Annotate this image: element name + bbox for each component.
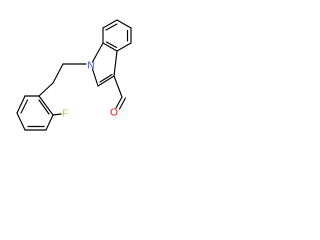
bond-ph1-ph2 xyxy=(38,82,54,97)
bond-ph-f xyxy=(52,113,62,116)
bond-n1-c2 xyxy=(91,68,99,87)
fluorophenyl-ring xyxy=(16,82,62,131)
aldehyde-group xyxy=(113,75,127,110)
double-bond-c7-c6 xyxy=(105,23,118,31)
bond-ph4-ph5 xyxy=(16,112,26,131)
bond-c7-c6 xyxy=(102,19,118,29)
molecule-structure-diagram: N F O xyxy=(16,19,132,131)
double-bond-cho-o xyxy=(118,97,127,110)
bond-c6-c5 xyxy=(116,19,132,29)
indole-benzene-ring xyxy=(102,19,132,52)
bond-ch2-aryl xyxy=(52,63,64,84)
bond-ph1-ph7 xyxy=(38,95,54,116)
double-bond-ph3-ph4 xyxy=(20,99,29,114)
nitrogen-label: N xyxy=(87,61,94,72)
indole-pyrrole-ring xyxy=(91,42,118,87)
bond-c3-c3a xyxy=(113,50,118,77)
bond-ph6-ph1 xyxy=(45,114,54,131)
bond-c2-c3 xyxy=(97,75,115,87)
double-bond-ph1-ph2 xyxy=(38,99,50,115)
bond-cho-o xyxy=(115,96,123,109)
oxygen-label: O xyxy=(110,108,118,119)
bond-c4-c3a xyxy=(116,42,132,52)
bond-c3a-c7a xyxy=(102,42,118,52)
double-bond-c2-c3 xyxy=(99,73,113,83)
double-bond-c3a-c7a xyxy=(105,41,118,49)
fluorine-label: F xyxy=(62,109,68,120)
bond-c7a-n1 xyxy=(91,42,104,63)
bond-ph3-ph4 xyxy=(16,95,26,114)
bond-c3-cho xyxy=(113,75,123,98)
